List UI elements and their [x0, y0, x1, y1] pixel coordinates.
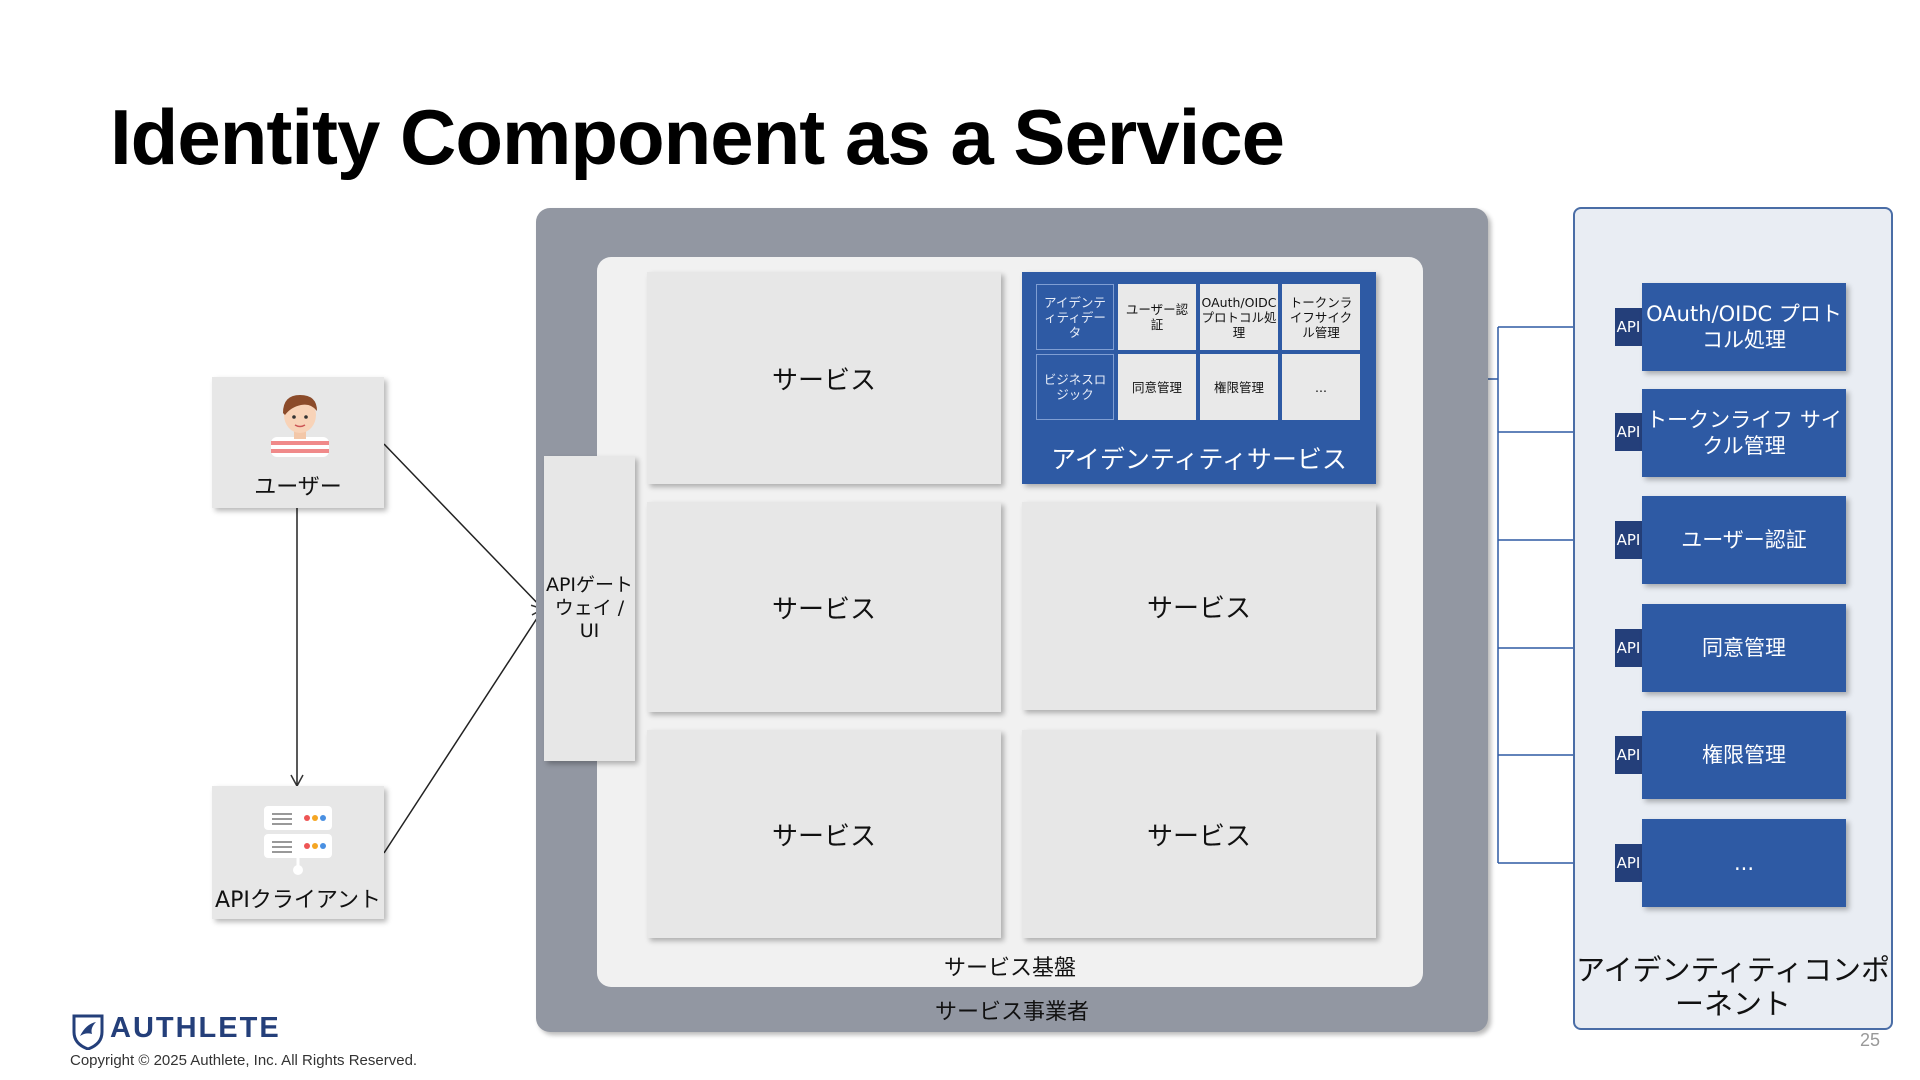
api-tag: API: [1615, 736, 1642, 774]
identity-service-label: アイデンティティサービス: [1022, 440, 1376, 476]
user-label: ユーザー: [212, 469, 384, 501]
service-platform-label: サービス基盤: [597, 950, 1423, 982]
api-tag: API: [1615, 413, 1642, 451]
user-auth-cell: ユーザー認証: [1118, 284, 1196, 350]
copyright-text: Copyright © 2025 Authlete, Inc. All Righ…: [70, 1052, 417, 1069]
service-provider-label: サービス事業者: [536, 994, 1488, 1026]
service-box: サービス: [647, 502, 1001, 712]
service-box: サービス: [1022, 502, 1376, 710]
component-token-lifecycle: トークンライフ サイクル管理: [1642, 389, 1846, 477]
authlete-logo-icon: [70, 1012, 106, 1050]
token-lifecycle-cell: トークンライフサイクル管理: [1282, 284, 1360, 350]
business-logic-cell: ビジネスロジック: [1036, 354, 1114, 420]
api-tag: API: [1615, 844, 1642, 882]
component-oauth-oidc: OAuth/OIDC プロトコル処理: [1642, 283, 1846, 371]
page-number: 25: [1840, 1030, 1880, 1051]
service-box: サービス: [647, 730, 1001, 938]
identity-service-grid: アイデンティティデータ ユーザー認証 OAuth/OIDCプロトコル処理 トーク…: [1036, 284, 1362, 420]
user-to-gateway-arrow: [384, 444, 543, 609]
service-box: サービス: [647, 272, 1001, 484]
server-icon: [262, 804, 334, 876]
component-user-auth: ユーザー認証: [1642, 496, 1846, 584]
api-client-box: APIクライアント: [212, 786, 384, 919]
oauth-oidc-cell: OAuth/OIDCプロトコル処理: [1200, 284, 1278, 350]
user-avatar-icon: [265, 385, 335, 457]
component-consent: 同意管理: [1642, 604, 1846, 692]
user-box: ユーザー: [212, 377, 384, 508]
api-tag: API: [1615, 629, 1642, 667]
component-ellipsis: ...: [1642, 819, 1846, 907]
api-tag: API: [1615, 521, 1642, 559]
consent-cell: 同意管理: [1118, 354, 1196, 420]
identity-components-label: アイデンティティコンポーネント: [1573, 953, 1893, 1021]
ellipsis-cell: ...: [1282, 354, 1360, 420]
api-tag: API: [1615, 308, 1642, 346]
service-box: サービス: [1022, 730, 1376, 938]
client-to-gateway-arrow: [384, 609, 543, 853]
permission-cell: 権限管理: [1200, 354, 1278, 420]
identity-data-cell: アイデンティティデータ: [1036, 284, 1114, 350]
api-gateway: APIゲートウェイ / UI: [544, 456, 635, 761]
authlete-logo: AUTHLETE: [110, 1012, 281, 1045]
component-permission: 権限管理: [1642, 711, 1846, 799]
api-client-label: APIクライアント: [212, 882, 384, 914]
identity-service: アイデンティティデータ ユーザー認証 OAuth/OIDCプロトコル処理 トーク…: [1022, 272, 1376, 484]
